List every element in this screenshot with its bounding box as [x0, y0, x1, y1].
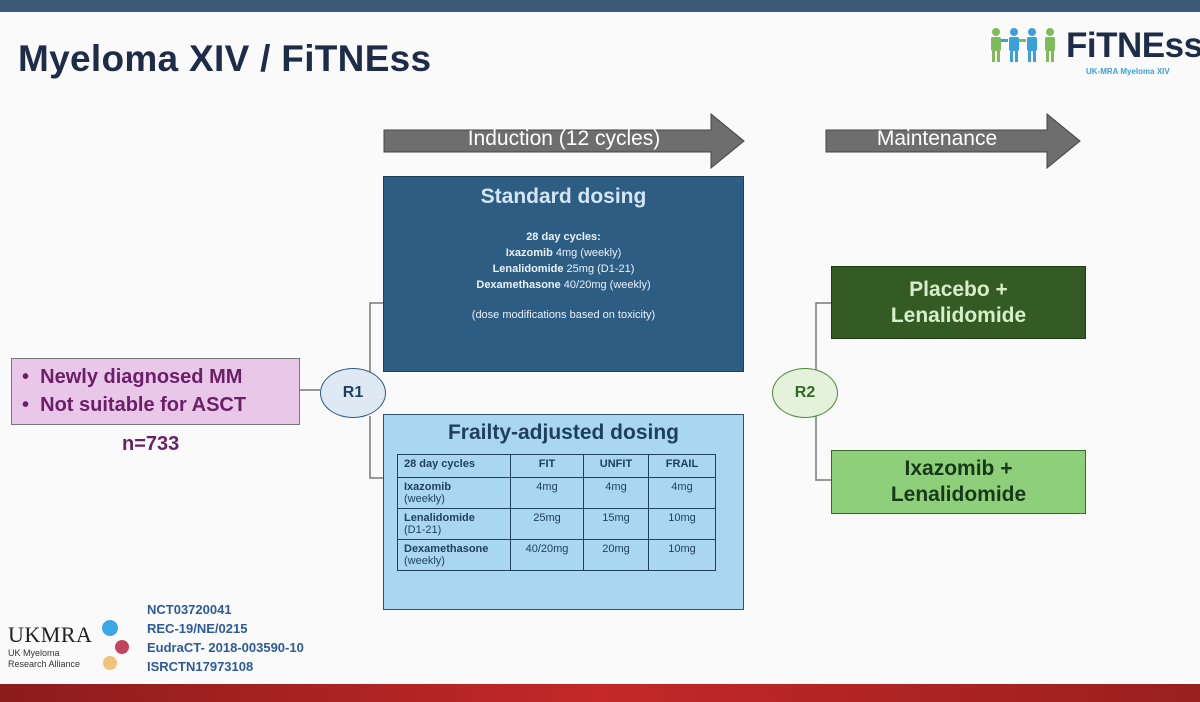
table-cell: 4mg [648, 477, 716, 509]
table-cell: 25mg [510, 508, 584, 540]
fitness-logo-text: FiTNEss [1066, 26, 1200, 65]
randomisation-r1: R1 [320, 368, 386, 418]
population-bullet-2: • Not suitable for ASCT [22, 394, 247, 416]
trial-id: NCT03720041 [147, 602, 232, 617]
bottom-bar [0, 684, 1200, 702]
population-bullet-1: • Newly diagnosed MM [22, 366, 243, 388]
ukmra-logo-subtitle: UK Myeloma Research Alliance [8, 648, 81, 669]
ixazomib-lenalidomide-arm: Ixazomib + Lenalidomide [831, 450, 1086, 514]
induction-arrow: Induction (12 cycles) [383, 113, 745, 169]
table-row-drug: Dexamethasone(weekly) [397, 539, 511, 571]
table-cell: 4mg [510, 477, 584, 509]
standard-dosing-box: Standard dosing 28 day cycles: Ixazomib … [383, 176, 744, 372]
placebo-lenalidomide-arm: Placebo + Lenalidomide [831, 266, 1086, 339]
ukmra-logo-text: UKMRA [8, 622, 93, 647]
maintenance-label: Maintenance [876, 127, 998, 150]
table-row: Dexamethasone(weekly) 40/20mg 20mg 10mg [397, 539, 716, 571]
top-bar [0, 0, 1200, 12]
arm-line: Lenalidomide [890, 483, 1027, 506]
arm-line: Ixazomib + [904, 457, 1013, 480]
table-cell: 10mg [648, 539, 716, 571]
induction-label: Induction (12 cycles) [467, 127, 661, 150]
trial-id: EudraCT- 2018-003590-10 [147, 640, 304, 655]
table-cell: 4mg [583, 477, 649, 509]
trial-identifiers: NCT03720041 REC-19/NE/0215 EudraCT- 2018… [147, 600, 304, 676]
frailty-dosing-box: Frailty-adjusted dosing 28 day cycles FI… [383, 414, 744, 610]
fitness-logo-subtitle: UK-MRA Myeloma XIV [1086, 67, 1170, 76]
frailty-dosing-table: 28 day cycles FIT UNFIT FRAIL Ixazomib(w… [397, 454, 716, 571]
standard-cycles: 28 day cycles: [526, 231, 601, 243]
ukmra-dots-icon [102, 620, 129, 670]
table-header: FIT [510, 454, 584, 478]
table-cell: 10mg [648, 508, 716, 540]
standard-drug-dexamethasone: Dexamethasone 40/20mg (weekly) [476, 279, 651, 291]
arm-line: Lenalidomide [890, 304, 1027, 327]
table-cell: 20mg [583, 539, 649, 571]
table-header-row: 28 day cycles FIT UNFIT FRAIL [397, 454, 716, 478]
standard-drug-lenalidomide: Lenalidomide 25mg (D1-21) [492, 263, 635, 275]
frailty-dosing-heading: Frailty-adjusted dosing [447, 421, 680, 444]
arrow-shape-icon [825, 113, 1081, 169]
table-header: UNFIT [583, 454, 649, 478]
sample-size: n=733 [122, 433, 180, 455]
arm-line: Placebo + [909, 278, 1008, 301]
standard-dosing-heading: Standard dosing [480, 185, 647, 208]
standard-dosing-details: 28 day cycles: Ixazomib 4mg (weekly) Len… [384, 229, 743, 293]
table-row-drug: Lenalidomide(D1-21) [397, 508, 511, 540]
table-row-drug: Ixazomib(weekly) [397, 477, 511, 509]
table-header: 28 day cycles [397, 454, 511, 478]
slide-title: Myeloma XIV / FiTNEss [18, 38, 432, 79]
maintenance-arrow: Maintenance [825, 113, 1081, 169]
standard-drug-ixazomib: Ixazomib 4mg (weekly) [505, 247, 622, 259]
randomisation-r2: R2 [772, 368, 838, 418]
trial-id: REC-19/NE/0215 [147, 621, 248, 636]
standard-dosing-note: (dose modifications based on toxicity) [471, 309, 656, 321]
trial-id: ISRCTN17973108 [147, 659, 254, 674]
table-header: FRAIL [648, 454, 716, 478]
population-box: • Newly diagnosed MM • Not suitable for … [11, 358, 300, 425]
table-cell: 15mg [583, 508, 649, 540]
table-cell: 40/20mg [510, 539, 584, 571]
table-row: Lenalidomide(D1-21) 25mg 15mg 10mg [397, 508, 716, 540]
fitness-people-logo-icon [991, 28, 1055, 62]
table-row: Ixazomib(weekly) 4mg 4mg 4mg [397, 477, 716, 509]
arrow-shape-icon [383, 113, 745, 169]
